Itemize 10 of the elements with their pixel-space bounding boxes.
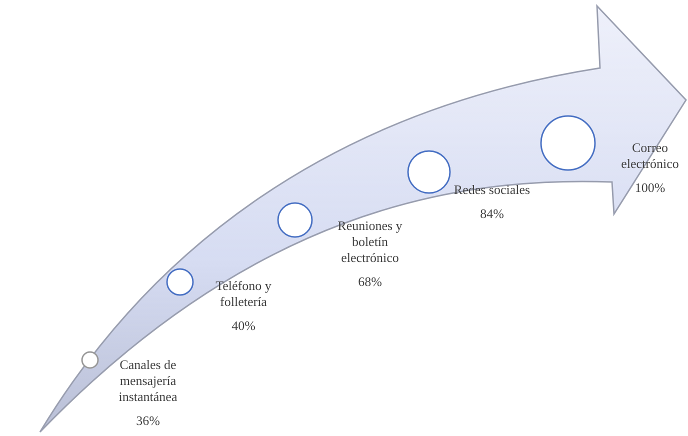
channel-label: Canales de mensajería instantánea xyxy=(118,357,178,405)
percentage-label: 100% xyxy=(634,180,666,196)
channel-label: Redes sociales xyxy=(452,182,532,198)
channel-label: Correo electrónico xyxy=(620,140,680,172)
channel-label: Reuniones y boletín electrónico xyxy=(336,218,404,266)
percentage-label: 68% xyxy=(357,274,383,290)
percentage-label: 84% xyxy=(479,206,505,222)
channel-label: Teléfono y folletería xyxy=(214,278,272,310)
percentage-label: 40% xyxy=(230,318,256,334)
percentage-label: 36% xyxy=(135,413,161,429)
